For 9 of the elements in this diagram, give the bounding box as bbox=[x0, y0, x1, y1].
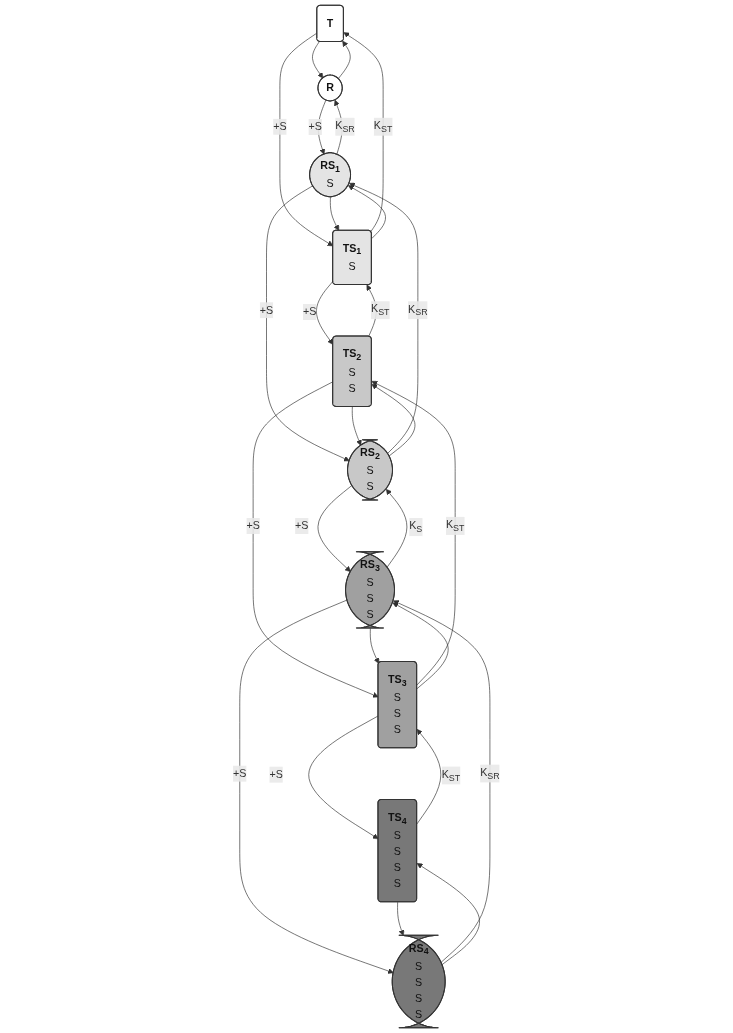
edge-label: +S bbox=[295, 519, 309, 532]
edge-label: +S bbox=[269, 768, 283, 780]
edge-label: +S bbox=[303, 305, 317, 318]
edge-label: +S bbox=[233, 767, 247, 779]
edge-label: K$_{S}$ bbox=[409, 520, 423, 535]
edge-label: +S bbox=[308, 120, 323, 133]
edge-label: +S bbox=[246, 519, 260, 532]
edge-label: +S bbox=[259, 304, 274, 316]
edge-label: +S bbox=[273, 120, 287, 133]
